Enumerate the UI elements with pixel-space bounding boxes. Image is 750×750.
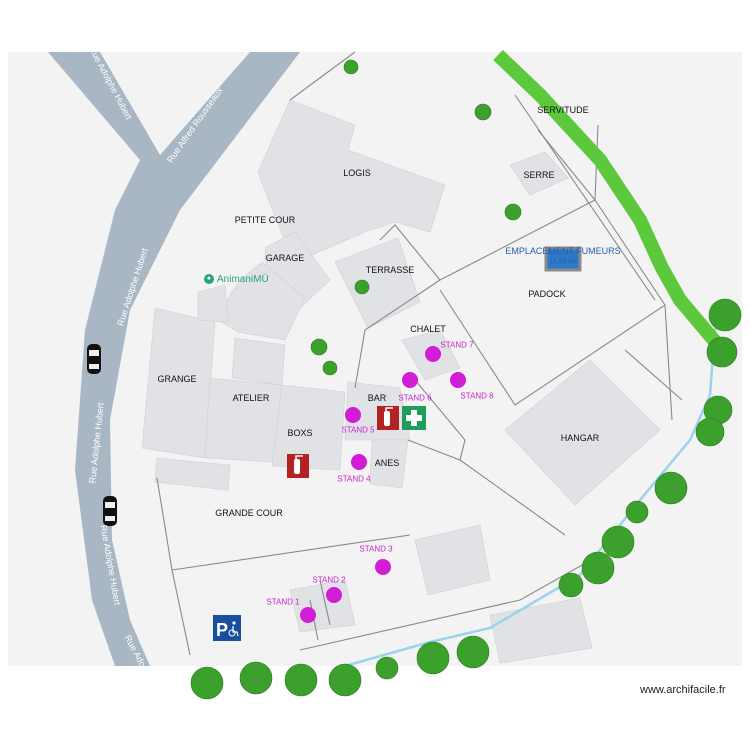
parcel-line [156, 477, 173, 571]
tree-icon [474, 103, 492, 121]
stand-markers [300, 346, 466, 623]
map-pin-icon: ● [204, 274, 214, 285]
stand-1-marker[interactable] [300, 607, 316, 623]
stand-5-label: STAND 5 [341, 425, 375, 435]
building-logis [257, 99, 446, 259]
tree-icon [706, 336, 738, 368]
smoking-area-box[interactable] [544, 246, 582, 272]
parcel-line [407, 379, 466, 461]
disabled-parking-icon: P [213, 615, 241, 641]
parcel-lines [156, 51, 683, 656]
zone-servitude: SERVITUDE [537, 105, 589, 115]
stand-2-label: STAND 2 [312, 575, 346, 585]
building-hangar [504, 359, 661, 506]
tree-icon [654, 471, 688, 505]
stand-3-marker[interactable] [375, 559, 391, 575]
zone-terrasse: TERRASSE [365, 265, 415, 275]
tree-icon [416, 641, 450, 675]
tree-icon [239, 661, 273, 695]
building-terrasse [334, 237, 421, 329]
car-icon [87, 344, 101, 374]
tree-icon [375, 656, 399, 680]
building-cour-block [414, 524, 491, 596]
stand-6-label: STAND 6 [398, 393, 432, 403]
zone-padock: PADOCK [528, 289, 566, 299]
smoking-area-size: 11.03 m² [549, 258, 577, 266]
zone-hangar: HANGAR [560, 433, 600, 443]
tree-icon [343, 59, 359, 75]
zone-bar: BAR [367, 393, 387, 403]
stand-7-marker[interactable] [425, 346, 441, 362]
svg-text:P: P [216, 620, 228, 640]
building-serre [509, 151, 569, 196]
tree-icon [310, 338, 328, 356]
parcel-line [624, 349, 683, 401]
tree-icon [708, 298, 742, 332]
zone-logis: LOGIS [343, 168, 371, 178]
tree-icon [456, 635, 490, 669]
stand-1-label: STAND 1 [266, 597, 300, 607]
tree-icon [504, 203, 522, 221]
tree-icon [284, 663, 318, 697]
parcel-line [459, 459, 566, 536]
stand-8-label: STAND 8 [460, 391, 494, 401]
parcel-line [171, 569, 191, 656]
tree-icon [558, 572, 584, 598]
car-icon [103, 496, 117, 526]
zone-anes: ANES [374, 458, 400, 468]
parcel-line [379, 224, 441, 281]
building-atelier [204, 377, 283, 463]
tree-icon [625, 500, 649, 524]
building-boxs [271, 384, 346, 471]
hedge [493, 49, 724, 350]
zone-grange: GRANGE [157, 374, 197, 384]
tree-icon [322, 360, 338, 376]
building-shed [154, 457, 231, 491]
fire-extinguisher-icon [377, 406, 399, 430]
tree-icon [328, 663, 362, 697]
tree-icon [581, 551, 615, 585]
fire-extinguisher-icon [287, 454, 309, 478]
parcel-line [594, 199, 673, 421]
zone-atelier: ATELIER [232, 393, 270, 403]
tree-icon [354, 279, 370, 295]
stand-4-marker[interactable] [351, 454, 367, 470]
stand-4-label: STAND 4 [337, 474, 371, 484]
parcel-line [299, 554, 601, 651]
map-ground [8, 52, 742, 666]
stand-8-marker[interactable] [450, 372, 466, 388]
parcel-line [289, 51, 356, 101]
building-anes [369, 439, 409, 489]
parcel-line [171, 534, 411, 571]
parcel-line [354, 279, 441, 389]
stand-7-label: STAND 7 [440, 340, 474, 350]
building-annex [231, 337, 286, 386]
parcel-line [439, 199, 596, 281]
first-aid-icon [402, 406, 426, 430]
building-petite-aile [214, 261, 306, 341]
smoking-area-label: EMPLACEMENT FUMEURS [505, 246, 621, 256]
parcel-line [514, 94, 656, 301]
stand-3-label: STAND 3 [359, 544, 393, 554]
trees [190, 59, 742, 700]
stand-5-marker[interactable] [345, 407, 361, 423]
tree-icon [695, 417, 725, 447]
parcel-line [319, 579, 331, 626]
stand-2-marker[interactable] [326, 587, 342, 603]
tree-icon [190, 666, 224, 700]
zone-petite-cour: PETITE COUR [234, 215, 296, 225]
poi-animanimu[interactable]: ●AnimaniMÜ [204, 274, 269, 285]
tree-icon [601, 525, 635, 559]
building-poi [197, 284, 229, 323]
watermark: www.archifacile.fr [640, 684, 726, 696]
zone-boxs: BOXS [287, 428, 313, 438]
parcel-line [439, 289, 666, 406]
zone-garage: GARAGE [265, 253, 305, 263]
stand-6-marker[interactable] [402, 372, 418, 388]
zone-grande-cour: GRANDE COUR [215, 508, 283, 518]
zone-chalet: CHALET [410, 324, 446, 334]
zone-serre: SERRE [523, 170, 555, 180]
